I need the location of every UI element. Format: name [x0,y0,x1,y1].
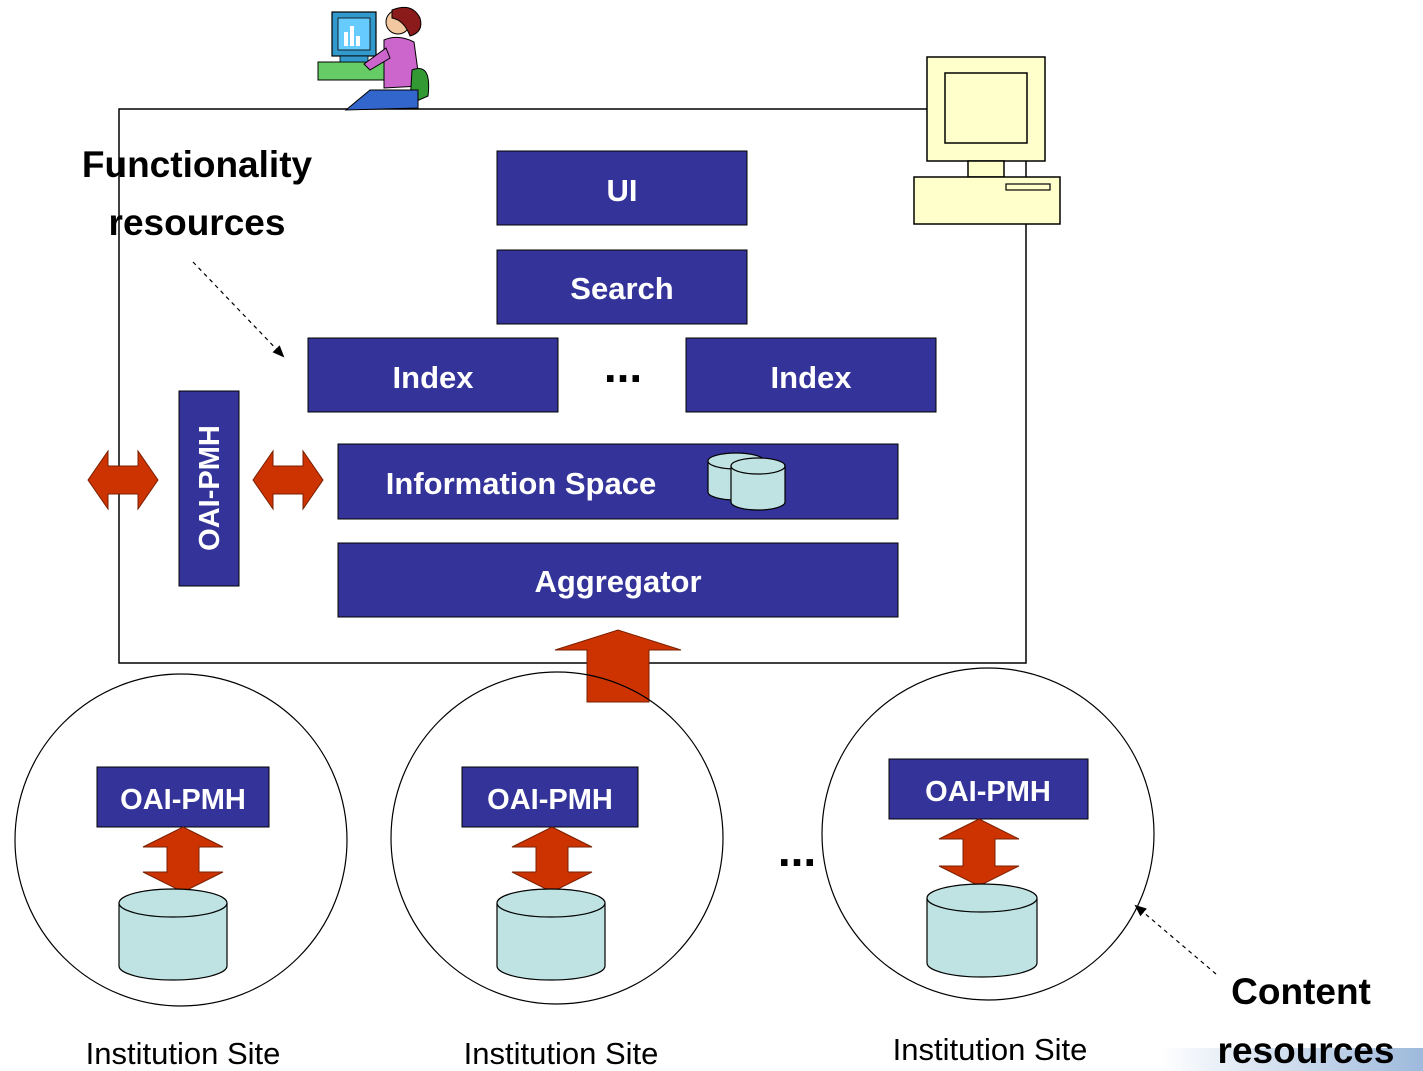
index-ellipsis: ... [604,340,642,392]
database-icon [707,452,786,511]
site3-database-icon [926,883,1038,978]
functionality-pointer [192,261,285,358]
aggregator-label: Aggregator [534,564,701,599]
site2-name: Institution Site [464,1036,659,1071]
ui-label: UI [607,173,638,208]
functionality-label-line1: Functionality [82,144,313,185]
sites-ellipsis: ... [778,824,816,876]
institution-site-3: OAI-PMH Institution Site [821,667,1155,1067]
functionality-label-line2: resources [109,202,286,243]
site1-oai-pmh-label: OAI-PMH [120,784,246,816]
index-label-left: Index [393,360,475,395]
content-label-line1: Content [1231,971,1371,1012]
desktop-computer-icon [913,56,1061,225]
site2-database-icon [496,888,606,981]
double-arrow-left-icon [87,449,159,511]
site2-double-arrow-icon [511,826,593,893]
oai-pmh-vertical-label: OAI-PMH [194,425,226,551]
institution-site-1: OAI-PMH Institution Site [14,673,348,1071]
aggregator-box: Aggregator [337,542,899,618]
user-at-computer-icon [317,6,430,111]
up-arrow-icon [554,629,682,703]
site1-database-icon [118,888,228,981]
site2-oai-pmh-label: OAI-PMH [487,784,613,816]
site1-double-arrow-icon [142,826,224,893]
site3-oai-pmh-label: OAI-PMH [925,776,1051,808]
information-space-label: Information Space [386,466,656,501]
index-box-left: Index [307,337,559,413]
site1-name: Institution Site [86,1036,281,1071]
oai-pmh-vertical-box: OAI-PMH [178,390,240,587]
content-pointer [1134,904,1217,975]
index-label-right: Index [771,360,853,395]
corner-accent [1160,1048,1423,1071]
site3-name: Institution Site [893,1032,1088,1067]
index-box-right: Index [685,337,937,413]
content-label-line2: resources [1218,1030,1395,1071]
search-box: Search [496,249,748,325]
portal-frame [118,108,1027,664]
ui-box: UI [496,150,748,226]
double-arrow-right-icon [252,449,324,511]
institution-site-2: OAI-PMH Institution Site [390,671,724,1071]
search-label: Search [570,271,673,306]
site3-double-arrow-icon [938,818,1020,887]
information-space-box: Information Space [337,443,899,520]
